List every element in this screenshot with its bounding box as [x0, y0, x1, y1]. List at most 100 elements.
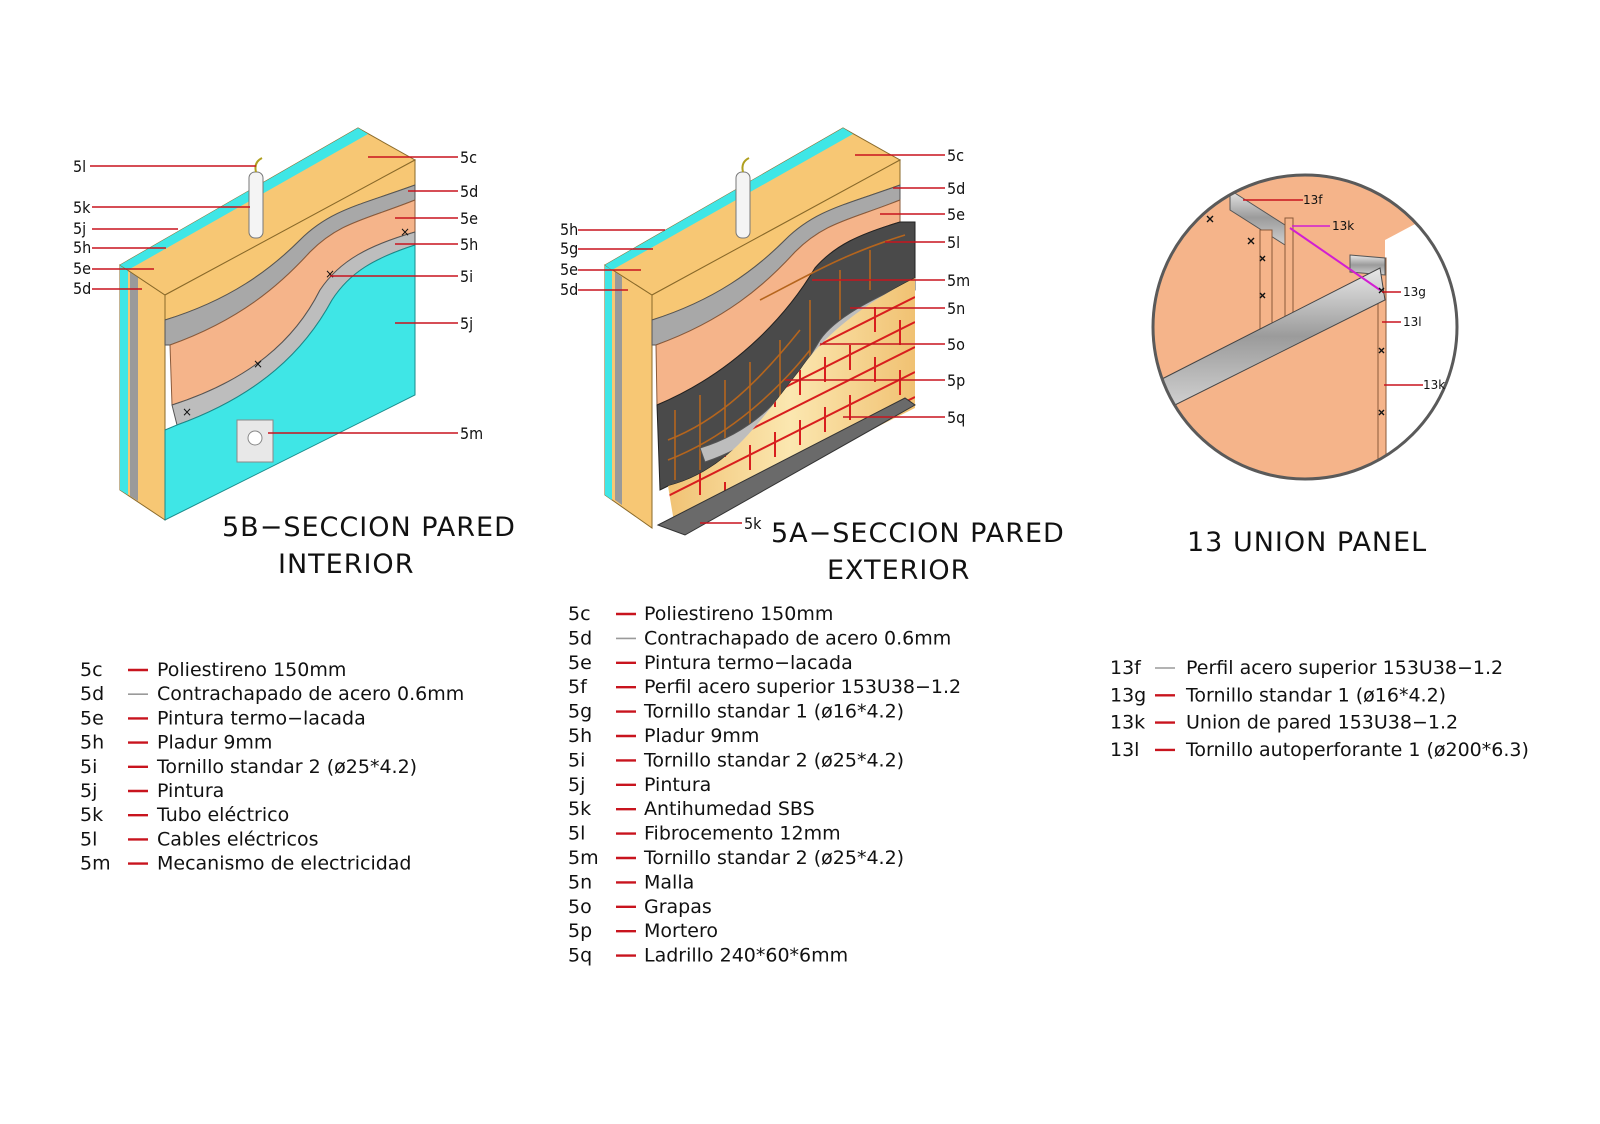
callout-label: 5m: [947, 271, 970, 290]
electric-tube: [735, 171, 751, 239]
callout-label: 13k: [1423, 378, 1445, 392]
legend-text: Pintura: [644, 774, 711, 796]
legend-text: Perfil acero superior 153U38−1.2: [644, 676, 961, 698]
legend-code: 13l: [1110, 739, 1139, 761]
union-detail-border: [1151, 173, 1459, 481]
legend-text: Pintura: [157, 780, 224, 802]
callout-label: 13g: [1403, 285, 1426, 299]
exterior-wall-diagram: 5h 5g 5e 5d 5c 5d 5e 5l 5m 5n 5o 5p 5q 5…: [560, 127, 1065, 586]
interior-wall-side-steel: [130, 272, 138, 501]
legend-code: 5k: [568, 798, 591, 820]
electric-cable: [254, 157, 263, 173]
legend-text: Fibrocemento 12mm: [644, 823, 841, 845]
callout-label: 5k: [744, 514, 762, 533]
legend-code: 5i: [80, 756, 97, 778]
legend-text: Perfil acero superior 153U38−1.2: [1186, 657, 1503, 679]
legend-text: Ladrillo 240*60*6mm: [644, 945, 848, 967]
legend-text: Poliestireno 150mm: [644, 603, 833, 625]
legend-text: Grapas: [644, 896, 712, 918]
callout-label: 5c: [460, 148, 477, 167]
union-title: 13 UNION PANEL: [1187, 527, 1427, 558]
legend-text: Tornillo standar 1 (ø16*4.2): [1185, 684, 1446, 706]
mesh-grid: [667, 234, 906, 480]
legend-code: 5o: [568, 896, 592, 918]
callout-label: 5j: [73, 219, 86, 238]
callout-label: 5q: [947, 408, 965, 427]
callout-label: 5d: [947, 179, 965, 198]
exterior-wall-top-cyan: [605, 128, 853, 270]
interior-wall-side-cyan: [120, 265, 128, 495]
legend-row: 5j Pintura: [568, 774, 711, 796]
callout-label: 5e: [460, 209, 478, 228]
callout-label: 5e: [73, 259, 91, 278]
screw-mark: ×: [182, 405, 192, 419]
legend-text: Tubo eléctrico: [156, 804, 289, 826]
legend-text: Contrachapado de acero 0.6mm: [157, 683, 464, 705]
legend-text: Tornillo autoperforante 1 (ø200*6.3): [1185, 739, 1529, 761]
callout-label: 5o: [947, 335, 965, 354]
interior-title-line1: 5B−SECCION PARED: [222, 512, 516, 543]
callout-label: 13l: [1403, 315, 1422, 329]
legend-text: Union de pared 153U38−1.2: [1186, 712, 1458, 734]
interior-wall-top-cyan: [120, 128, 368, 270]
legend-text: Contrachapado de acero 0.6mm: [644, 627, 951, 649]
callout-label: 5p: [947, 371, 965, 390]
callout-label: 5k: [73, 198, 91, 217]
legend-row: 5f Perfil acero superior 153U38−1.2: [568, 676, 961, 698]
callout-label: 5g: [560, 239, 578, 258]
legend-code: 5f: [568, 676, 588, 698]
legend-code: 5l: [80, 828, 97, 850]
electric-cable: [741, 157, 750, 173]
legend-text: Tornillo standar 2 (ø25*4.2): [156, 756, 417, 778]
legend-row: 5i Tornillo standar 2 (ø25*4.2): [80, 756, 417, 778]
exterior-title-line1: 5A−SECCION PARED: [771, 518, 1065, 549]
legend-code: 5h: [80, 732, 104, 754]
union-panel-diagram: 13f 13k 13g 13l 13k 13 UNION PANEL: [1151, 173, 1459, 558]
callout-label: 13f: [1303, 193, 1323, 207]
callout-label: 5m: [460, 424, 483, 443]
base-flashing: [656, 397, 916, 536]
legend-code: 13g: [1110, 684, 1146, 706]
screw-mark: ×: [325, 267, 335, 281]
legend-code: 5p: [568, 920, 592, 942]
callout-label: 5d: [460, 182, 478, 201]
exterior-wall-side: [604, 264, 653, 529]
legend-row: 5h Pladur 9mm: [80, 732, 272, 754]
legend-row: 5o Grapas: [568, 896, 712, 918]
legend-text: Pintura termo−lacada: [644, 652, 853, 674]
socket-face: [247, 430, 263, 446]
callout-label: 5l: [73, 157, 86, 176]
callout-label: 5h: [73, 238, 91, 257]
legend-code: 5m: [568, 847, 599, 869]
callout-label: 5d: [73, 279, 91, 298]
legend-text: Antihumedad SBS: [644, 798, 815, 820]
legend-code: 5c: [80, 659, 103, 681]
callout-label: 5h: [560, 220, 578, 239]
interior-layer-pintura: [164, 244, 416, 521]
callout-label: 5e: [947, 205, 965, 224]
legend-row: 13g Tornillo standar 1 (ø16*4.2): [1110, 684, 1446, 706]
callout-label: 5c: [947, 146, 964, 165]
exterior-wall-side-steel: [615, 272, 622, 505]
legend-code: 5k: [80, 804, 103, 826]
legend-text: Malla: [644, 871, 694, 893]
legend-code: 5l: [568, 823, 585, 845]
legend-text: Tornillo standar 1 (ø16*4.2): [643, 701, 904, 723]
legend-row: 13l Tornillo autoperforante 1 (ø200*6.3): [1110, 739, 1529, 761]
legend-text: Pladur 9mm: [157, 732, 272, 754]
legend-code: 5j: [568, 774, 585, 796]
legend-text: Cables eléctricos: [157, 828, 319, 850]
